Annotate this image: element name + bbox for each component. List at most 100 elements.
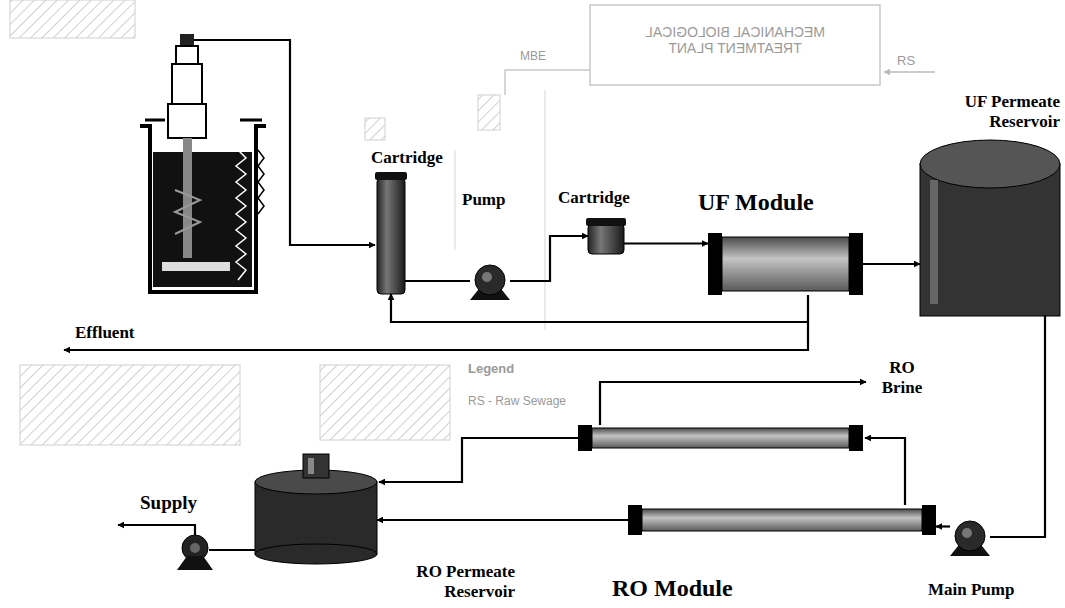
- label-holder: RS: [897, 54, 915, 69]
- ro-membrane-tube: [578, 425, 863, 451]
- well-pump-illustration: [175, 190, 200, 234]
- tank-bottom: [255, 544, 377, 564]
- pump-outline: [470, 262, 510, 300]
- label-holder: Effluent: [75, 323, 135, 343]
- component-label: UF Module: [698, 189, 853, 217]
- stream-label: Effluent: [75, 323, 135, 343]
- well-pump-illustration: [153, 152, 252, 287]
- label-holder: Legend: [468, 362, 514, 377]
- well-pump-illustration: [172, 64, 202, 104]
- label-holder: RS - Raw Sewage: [468, 395, 566, 409]
- cartridge-filter: Cartridge: [377, 172, 405, 294]
- well-pump-illustration: [180, 34, 194, 46]
- tank-dome: [920, 140, 1060, 188]
- pump-hub: [962, 528, 972, 538]
- component-label: Cartridge: [558, 188, 594, 208]
- flow-pipe: [405, 280, 470, 282]
- ro-membrane-tube: [849, 425, 863, 451]
- flow-line: [209, 549, 255, 551]
- faint-background-plan: [320, 365, 450, 440]
- background-label: Legend: [468, 362, 514, 377]
- well-pump-illustration: [162, 262, 230, 271]
- main-pump-outline: [950, 518, 990, 556]
- well-pump-illustration: [176, 46, 198, 64]
- ro-permeate-tank-outline: [255, 462, 377, 564]
- faint-background-plan: [884, 71, 935, 73]
- component-label: Cartridge: [371, 148, 399, 168]
- cartridge-cap: [375, 172, 407, 180]
- faint-background-plan: [544, 90, 545, 330]
- background-label: RS: [897, 54, 915, 69]
- stream-label: Supply: [140, 492, 197, 514]
- pump: Pump: [470, 262, 510, 300]
- tank-sheen: [930, 180, 938, 304]
- component-label: RO Module: [612, 575, 920, 603]
- background-label: RS - Raw Sewage: [468, 395, 566, 409]
- flow-line: [194, 40, 375, 245]
- faint-background-plan: [590, 5, 880, 85]
- flow-line: [118, 525, 195, 536]
- ro-membrane-tube: [578, 425, 592, 451]
- ro-module-outline: [628, 505, 936, 535]
- end-cap: [849, 233, 863, 295]
- tank-hatch: [303, 454, 329, 478]
- pump-casing: [475, 265, 505, 295]
- cartridge-filter-outline: [588, 218, 624, 254]
- flow-line: [600, 382, 866, 425]
- faint-background-plan: [10, 0, 935, 445]
- label-holder: MBE: [520, 50, 546, 64]
- well-pump-illustration: [258, 150, 264, 214]
- flow-line: [64, 40, 905, 550]
- well-pump-illustration: [140, 34, 266, 292]
- component-label: RO Permeate Reservoir: [375, 562, 515, 601]
- faint-background-plan: [20, 365, 240, 445]
- main-pump: Main Pump: [950, 518, 990, 556]
- uf-permeate-tank: UF Permeate Reservoir: [920, 140, 1060, 316]
- end-cap: [708, 233, 722, 295]
- pump-hub: [482, 272, 492, 282]
- component-label: UF Permeate Reservoir: [948, 92, 1060, 131]
- faint-background-plan: [454, 150, 455, 250]
- label-holder: RO Brine: [876, 358, 928, 397]
- cartridge-filter-outline: [377, 172, 405, 294]
- flow-line: [64, 322, 808, 350]
- well-pump-illustration: [236, 150, 246, 280]
- component-label: Pump: [462, 190, 502, 210]
- uf-module: UF Module: [708, 233, 863, 295]
- end-cap: [922, 505, 936, 535]
- uf-permeate-tank-outline: [920, 140, 1060, 316]
- flow-line: [865, 438, 905, 505]
- membrane-tube: [722, 237, 849, 291]
- pump-casing: [955, 521, 985, 551]
- faint-background-plan: [365, 118, 385, 140]
- well-pump-illustration: [140, 126, 266, 292]
- faint-background-plan: [505, 70, 590, 95]
- label-holder: MECHANICAL BIOLOGICAL TREATMENT PLANT: [620, 24, 850, 56]
- cartridge-body: [377, 178, 405, 294]
- supply-pump: [190, 543, 200, 553]
- flow-pipe: [510, 236, 588, 281]
- flow-pipe: [936, 525, 950, 527]
- ro-module: RO Module: [628, 505, 936, 535]
- cartridge-cap: [586, 218, 626, 226]
- background-label: MBE: [520, 50, 546, 64]
- flow-pipe: [624, 242, 708, 244]
- membrane-tube: [642, 509, 922, 531]
- ro-membrane-tube: [592, 428, 849, 448]
- component-label: Main Pump: [928, 580, 968, 600]
- flow-pipe: [990, 316, 1045, 537]
- ro-permeate-tank: RO Permeate Reservoir: [255, 462, 377, 564]
- supply-pump: [177, 535, 213, 570]
- supply-pump: [177, 556, 213, 570]
- cartridge-filter: Cartridge: [588, 218, 624, 254]
- uf-module-outline: [708, 233, 863, 295]
- end-cap: [628, 505, 642, 535]
- flow-line: [379, 438, 578, 482]
- cartridge-body: [588, 224, 624, 254]
- flow-pipe: [377, 519, 628, 521]
- flow-pipe: [391, 294, 808, 322]
- label-holder: Supply: [140, 492, 197, 514]
- tank-hatch: [308, 458, 314, 474]
- stream-label: RO Brine: [876, 358, 928, 397]
